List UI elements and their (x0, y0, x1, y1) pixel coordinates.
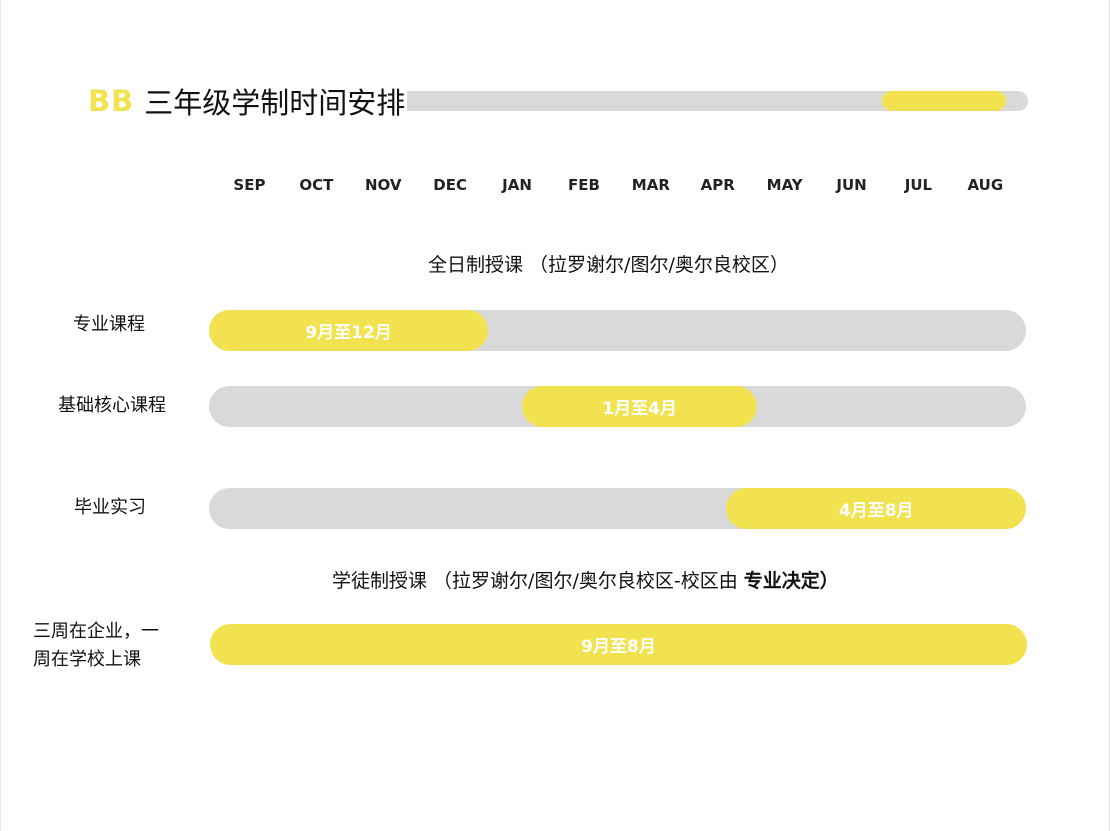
timeline-track-internship: 4月至8月 (209, 488, 1026, 529)
bar-label: 4月至8月 (838, 501, 914, 521)
apprentice-heading: 学徒制授课 （拉罗谢尔/图尔/奥尔良校区-校区由 专业决定） (332, 566, 839, 593)
month-label-jun: JUN (836, 176, 867, 194)
month-label-may: MAY (766, 176, 803, 194)
month-label-dec: DEC (433, 176, 467, 194)
timeline-bar-apprentice[interactable]: 9月至8月 (210, 624, 1027, 665)
apprentice-heading-bold: 专业决定） (743, 570, 839, 592)
page-title: BB 三年级学制时间安排 (88, 78, 408, 124)
bar-label: 9月至12月 (305, 323, 392, 343)
month-label-nov: NOV (364, 176, 402, 194)
month-label-jan: JAN (502, 176, 532, 194)
timeline-track-major-courses: 9月至12月 (209, 310, 1026, 351)
apprentice-heading-text: 学徒制授课 （拉罗谢尔/图尔/奥尔良校区-校区由 (332, 570, 738, 592)
row-label-line-1: 三周在企业，一 (33, 621, 159, 642)
row-label-major-courses: 专业课程 (73, 314, 145, 335)
header-progress-highlight (882, 91, 1006, 111)
bar-label: 1月至4月 (602, 399, 677, 419)
row-label-line-2: 周在学校上课 (33, 649, 141, 670)
row-label-apprentice: 三周在企业，一 周在学校上课 (33, 618, 159, 674)
month-label-oct: OCT (299, 176, 334, 194)
month-label-mar: MAR (631, 176, 670, 194)
frame-left-border (0, 0, 1, 831)
logo-mark: BB (88, 84, 135, 118)
timeline-bar-core-courses[interactable]: 1月至4月 (522, 386, 758, 427)
row-label-core-courses: 基础核心课程 (58, 395, 166, 416)
month-label-feb: FEB (567, 176, 600, 194)
timeline-track-core-courses: 1月至4月 (209, 386, 1026, 427)
timeline-track-apprentice: 9月至8月 (210, 624, 1027, 665)
bar-label: 9月至8月 (581, 637, 656, 657)
fulltime-heading: 全日制授课 （拉罗谢尔/图尔/奥尔良校区） (428, 254, 789, 276)
header-progress-track (360, 91, 1028, 111)
month-label-apr: APR (700, 176, 735, 194)
row-label-internship: 毕业实习 (74, 497, 146, 518)
month-label-jul: JUL (904, 176, 933, 194)
timeline-bar-internship[interactable]: 4月至8月 (726, 488, 1026, 529)
title-text: 三年级学制时间安排 (144, 80, 408, 122)
timeline-bar-major-courses[interactable]: 9月至12月 (209, 310, 489, 351)
month-label-aug: AUG (967, 176, 1004, 194)
month-label-sep: SEP (233, 176, 266, 194)
